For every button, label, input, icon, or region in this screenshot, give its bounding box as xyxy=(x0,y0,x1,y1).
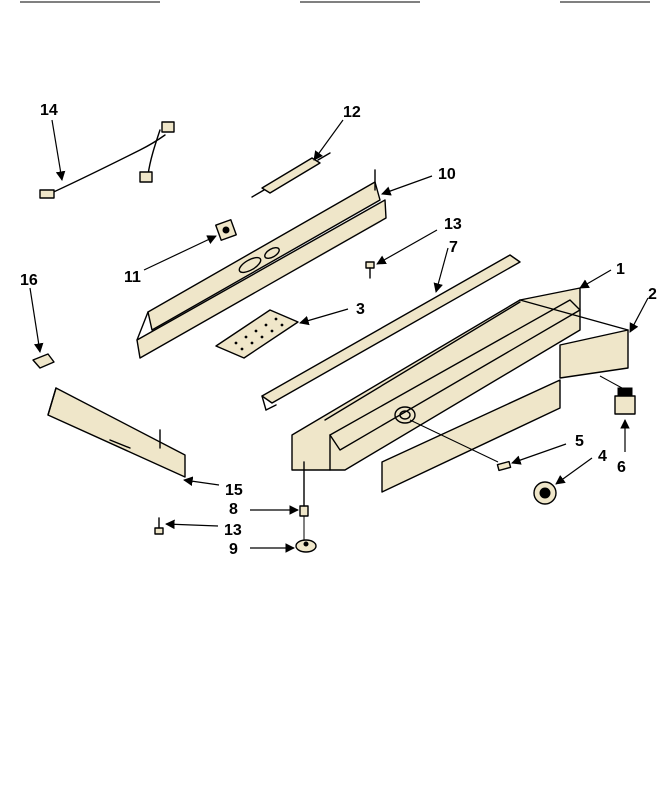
callout-2: 2 xyxy=(648,286,657,303)
screw-part-13-lower[interactable] xyxy=(154,517,164,535)
callout-7: 7 xyxy=(449,239,458,256)
callout-6: 6 xyxy=(617,459,626,476)
control-strip-part-7[interactable] xyxy=(261,254,521,411)
callout-13-lower: 13 xyxy=(224,522,242,539)
clip-part-11[interactable] xyxy=(215,219,237,241)
callout-5: 5 xyxy=(575,433,584,450)
switch-part-6[interactable] xyxy=(614,387,636,415)
callout-16: 16 xyxy=(20,272,38,289)
callout-15: 15 xyxy=(225,482,243,499)
outer-trim-part-2[interactable] xyxy=(519,299,629,379)
callout-4: 4 xyxy=(598,448,607,465)
small-clip-part-16[interactable] xyxy=(32,353,55,369)
callout-10: 10 xyxy=(438,166,456,183)
console-housing-part-1[interactable] xyxy=(291,287,581,471)
front-panel xyxy=(381,379,561,493)
leader-lines xyxy=(29,119,649,553)
spring-part-5[interactable] xyxy=(496,460,512,472)
knob-part-4[interactable] xyxy=(533,481,557,505)
callout-12: 12 xyxy=(343,104,361,121)
fuse-part-12[interactable] xyxy=(251,152,331,198)
wire-harness-part-14[interactable] xyxy=(39,121,175,199)
callout-1: 1 xyxy=(616,261,625,278)
lower-bracket-part-15[interactable] xyxy=(47,387,186,478)
mounting-bracket-part-10[interactable] xyxy=(136,169,387,359)
screw-part-13-upper[interactable] xyxy=(365,261,375,279)
callout-11: 11 xyxy=(124,269,141,286)
callout-13-upper: 13 xyxy=(444,216,462,233)
callout-9: 9 xyxy=(229,541,238,558)
foot-part-9[interactable] xyxy=(295,539,317,553)
callout-8: 8 xyxy=(229,501,238,518)
callout-3: 3 xyxy=(356,301,365,318)
callout-14: 14 xyxy=(40,102,58,119)
circuit-board-part-3[interactable] xyxy=(215,309,299,359)
